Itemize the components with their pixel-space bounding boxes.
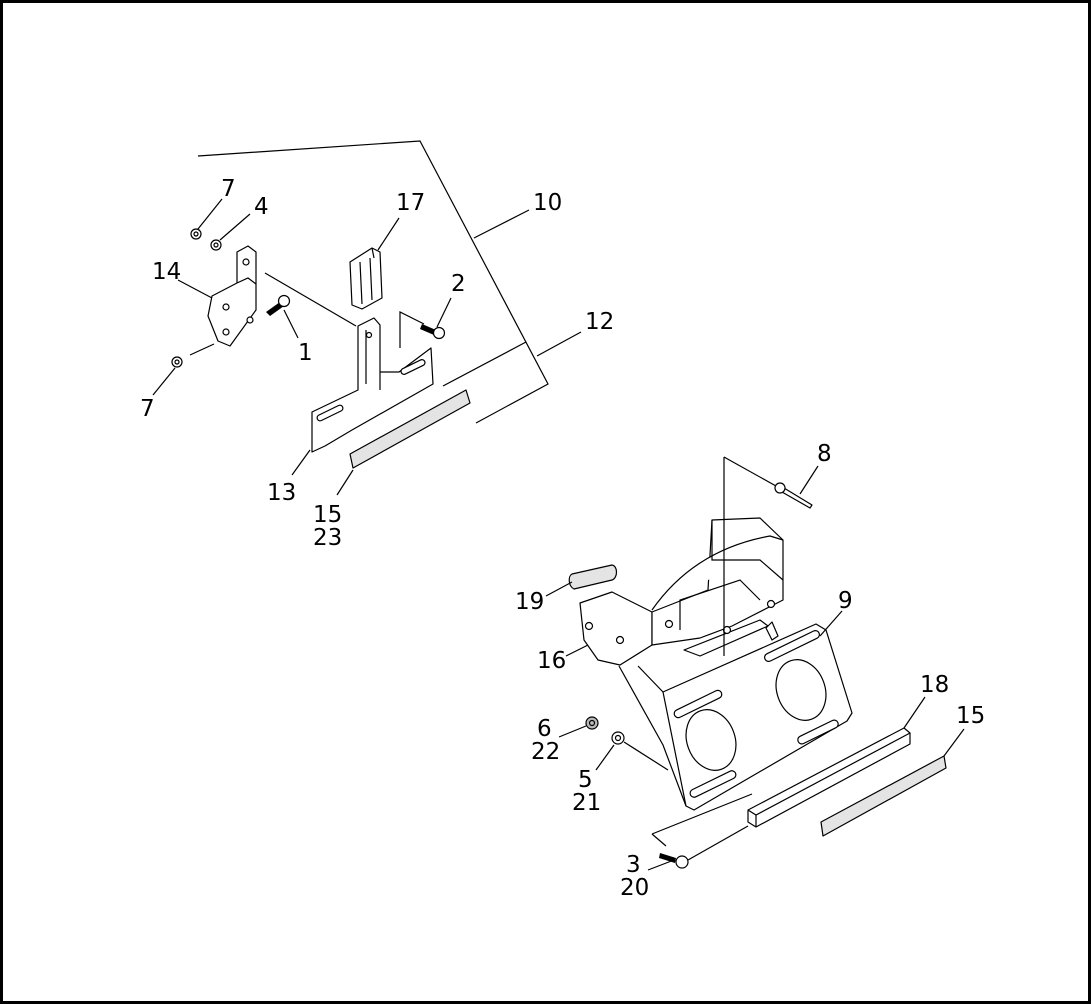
callout-5: 5 [578, 767, 593, 793]
callout-3: 3 [626, 852, 641, 878]
part-5-washer [611, 731, 625, 745]
callout-19: 19 [515, 589, 544, 615]
part-15-strip-lower [820, 755, 947, 837]
callout-12: 12 [585, 309, 614, 335]
callout-7-top: 7 [221, 176, 236, 202]
part-4-washer-hole [213, 242, 219, 248]
callout-4: 4 [254, 194, 269, 220]
callout-1: 1 [298, 340, 313, 366]
explode-line-2 [399, 311, 425, 348]
callout-14: 14 [152, 259, 181, 285]
part-17-slotted-clip [349, 247, 383, 310]
callout-20: 20 [620, 875, 649, 901]
leader-lines-upper [152, 198, 582, 496]
part-19-bushing [568, 564, 618, 590]
explode-lines-lower [623, 456, 777, 861]
callout-2: 2 [451, 271, 466, 297]
callout-7-bottom: 7 [140, 396, 155, 422]
callout-17: 17 [396, 190, 425, 216]
part-7-nut-bottom-hole [174, 359, 180, 365]
callout-23: 23 [313, 525, 342, 551]
callout-22: 22 [531, 739, 560, 765]
callout-15-lower: 15 [956, 703, 985, 729]
callout-16: 16 [537, 648, 566, 674]
assembly-bracket-split [442, 341, 527, 387]
part-16-fender-bracket [579, 517, 784, 666]
leader-lines-lower [545, 465, 965, 871]
callout-13: 13 [267, 480, 296, 506]
part-4-washer [210, 239, 222, 251]
part-15-strip-upper [349, 389, 471, 469]
part-9-plate-bracket [618, 623, 853, 811]
part-13-mount-plate [311, 317, 434, 453]
part-8-rivet [774, 482, 813, 509]
explode-line-14-13 [264, 272, 357, 327]
part-6-nut [585, 716, 599, 730]
callout-labels: 7 4 17 10 14 2 12 1 7 13 15 23 8 9 19 16… [140, 176, 985, 901]
callout-15-upper: 15 [313, 502, 342, 528]
part-7-nut-top [190, 228, 202, 240]
part-7-nut-bottom [171, 356, 183, 368]
part-2-bolt [420, 324, 446, 340]
assembly-bracket-line [197, 140, 549, 424]
callout-21: 21 [572, 790, 601, 816]
part-18-strip [747, 727, 911, 828]
explode-line-nut [189, 343, 215, 356]
part-7-nut-top-hole [193, 231, 199, 237]
part-14-mount-bracket [207, 245, 257, 347]
callout-10: 10 [533, 190, 562, 216]
callout-6: 6 [537, 716, 552, 742]
callout-18: 18 [920, 672, 949, 698]
callout-9: 9 [838, 588, 853, 614]
callout-8: 8 [817, 441, 832, 467]
part-1-bolt [266, 294, 291, 316]
